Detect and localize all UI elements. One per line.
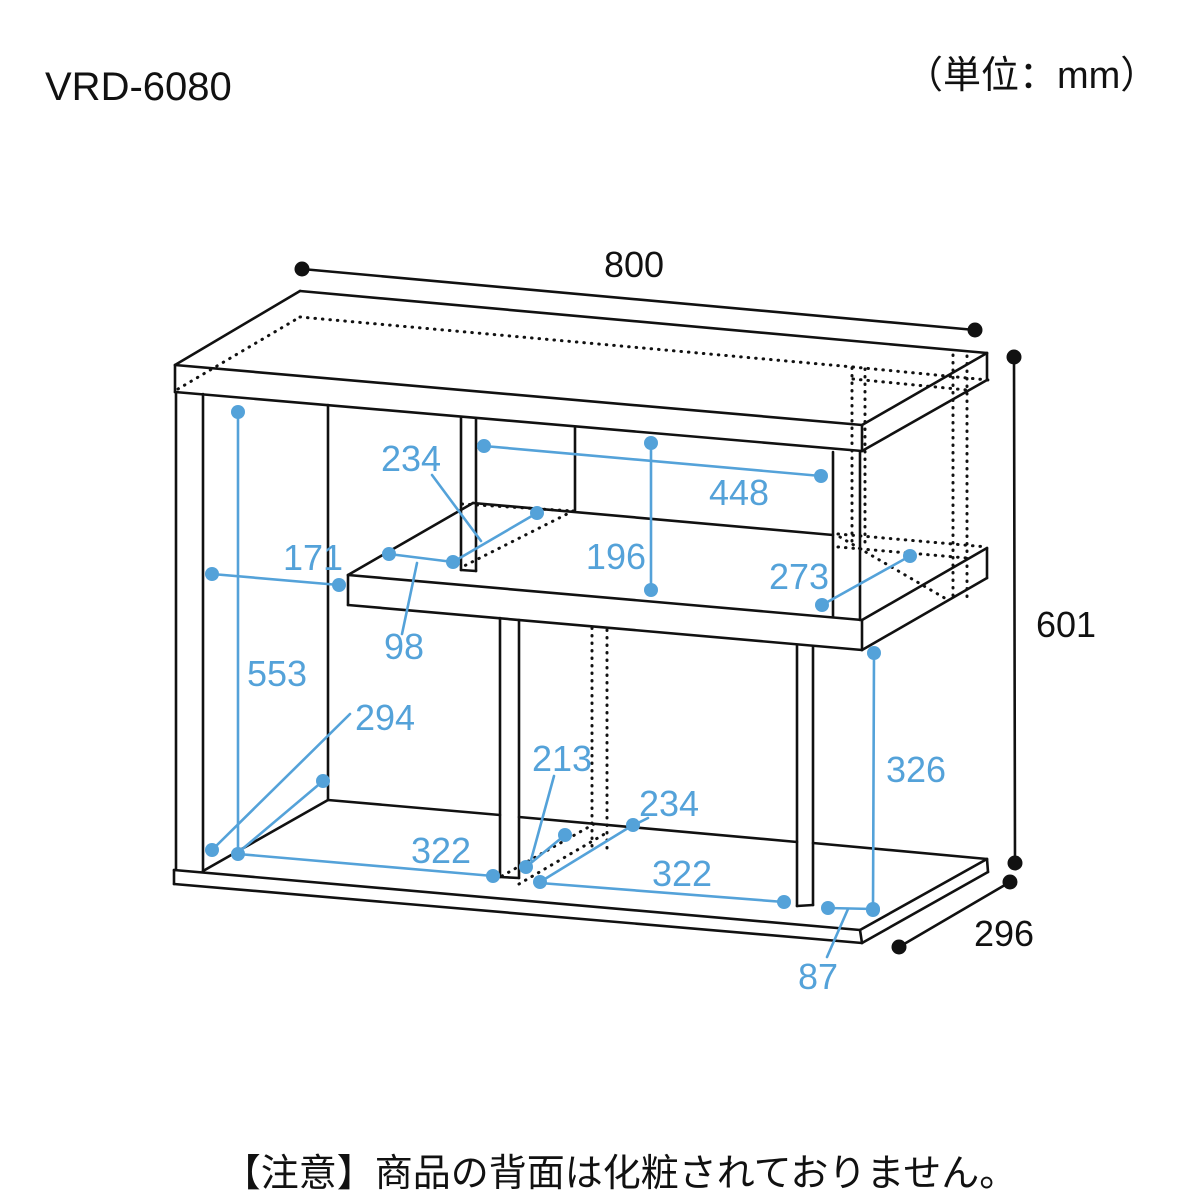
dim-213: 213: [519, 738, 592, 874]
dim-label-234-lower: 234: [639, 783, 699, 824]
top-board-lines: [173, 289, 989, 453]
dim-171: 171: [205, 537, 346, 592]
dim-label-800: 800: [604, 244, 664, 285]
upper-right-panel-lines: [831, 450, 862, 622]
unit-label: （単位：mm）: [905, 55, 1158, 97]
dim-553: 553: [231, 405, 307, 861]
left-panel-lines: [174, 390, 330, 873]
dim-label-196: 196: [586, 536, 646, 577]
bottom-board-lines: [172, 798, 990, 945]
dim-label-322-right: 322: [652, 853, 712, 894]
dim-label-553: 553: [247, 653, 307, 694]
dim-234-lower: 234: [533, 783, 699, 889]
dim-322-right: 322: [538, 853, 791, 909]
upper-divider-lines: [459, 416, 577, 573]
dim-601-height: 601: [1006, 349, 1096, 871]
dim-98: 98: [382, 547, 460, 667]
dim-322-left: 322: [236, 830, 500, 883]
dim-label-326: 326: [886, 749, 946, 790]
model-number: VRD-6080: [45, 65, 232, 109]
dim-label-234-upper: 234: [381, 438, 441, 479]
dim-296-depth: 296: [891, 874, 1034, 955]
dim-label-296: 296: [974, 913, 1034, 954]
dim-label-448: 448: [709, 472, 769, 513]
dim-196: 196: [586, 436, 658, 597]
dim-800-width: 800: [294, 244, 983, 338]
dim-label-87: 87: [798, 956, 838, 997]
dim-label-322-left: 322: [411, 830, 471, 871]
dim-label-213: 213: [532, 738, 592, 779]
lower-right-panel-lines: [795, 643, 815, 908]
lower-divider-lines: [498, 616, 521, 880]
dim-448: 448: [477, 439, 828, 513]
dim-label-601: 601: [1036, 604, 1096, 645]
notice-text: 【注意】商品の背面は化粧されておりません。: [223, 1153, 1018, 1195]
dim-273: 273: [769, 549, 917, 612]
dim-294: 294: [205, 697, 415, 857]
dim-label-273: 273: [769, 556, 829, 597]
dim-label-98: 98: [384, 626, 424, 667]
dim-234-upper: 234: [381, 438, 544, 564]
dim-326: 326: [866, 646, 946, 917]
dim-87: 87: [798, 901, 880, 997]
dim-label-171: 171: [283, 537, 343, 578]
middle-shelf-lines: [346, 501, 989, 652]
dim-label-294: 294: [355, 697, 415, 738]
